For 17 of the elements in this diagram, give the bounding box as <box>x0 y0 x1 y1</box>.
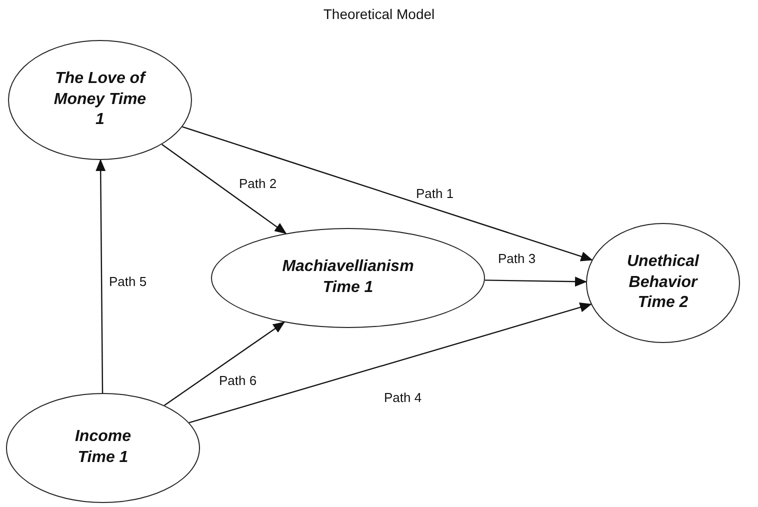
edge-label: Path 4 <box>383 390 423 405</box>
diagram-title: Theoretical Model <box>323 6 435 22</box>
arrow <box>182 126 593 262</box>
arrow <box>188 302 592 424</box>
arrow <box>162 144 287 234</box>
construct-label: Machiavellianism Time 1 <box>281 257 415 298</box>
construct-label: Income Time 1 <box>74 427 132 468</box>
edge-label: Path 1 <box>415 186 455 201</box>
construct-label: Unethical Behavior Time 2 <box>626 252 700 314</box>
edge-label: Path 3 <box>497 251 537 266</box>
edge-label: Path 2 <box>238 176 278 191</box>
arrow <box>164 322 286 406</box>
edge-label: Path 6 <box>218 373 258 388</box>
construct-label: The Love of Money Time 1 <box>52 68 148 130</box>
arrow <box>484 276 588 287</box>
arrow <box>96 159 106 393</box>
edge-label: Path 5 <box>108 274 148 289</box>
